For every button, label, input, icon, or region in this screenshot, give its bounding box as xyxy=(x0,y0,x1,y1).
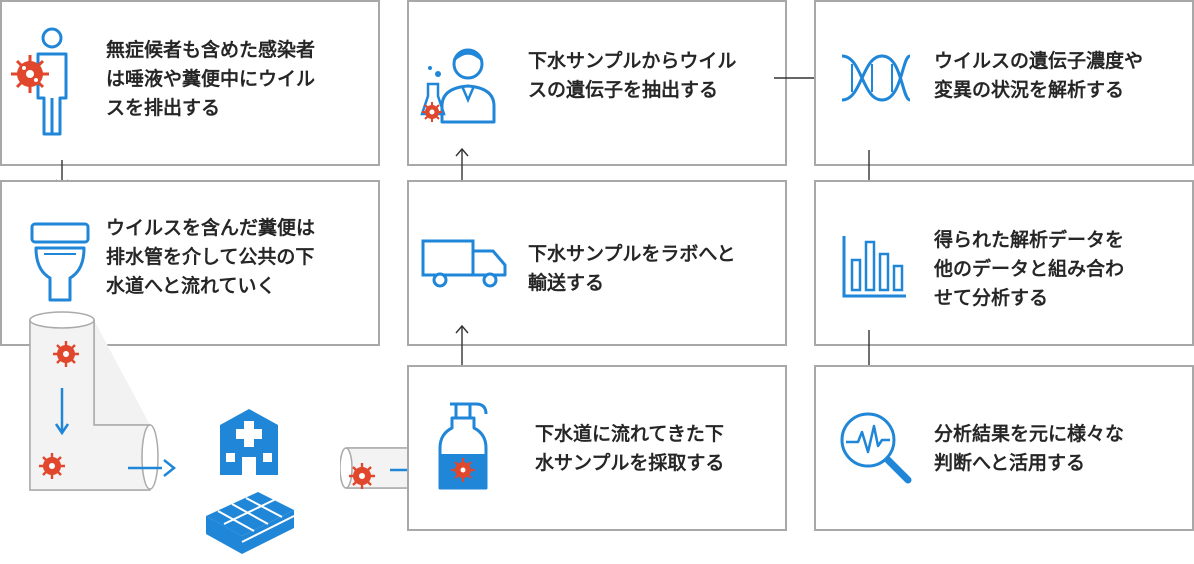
step-7-box xyxy=(814,180,1194,346)
step-1-box xyxy=(0,0,380,166)
step-4-text: 下水サンプルをラボへと輸送する xyxy=(528,243,736,294)
arrow-right-pipe xyxy=(128,459,177,477)
step-4-box xyxy=(407,180,787,346)
step-3-text: 下水道に流れてきた下水サンプルを採取する xyxy=(535,423,725,474)
scientist-icon xyxy=(420,40,506,126)
dna-icon xyxy=(838,50,912,106)
step-5-text: 下水サンプルからウイルスの遺伝子を抽出する xyxy=(528,50,737,101)
step-1-text: 無症候者も含めた感染者は唾液や糞便中にウイルスを排出する xyxy=(106,39,316,119)
step-8-text: 分析結果を元に様々な判断へと活用する xyxy=(934,423,1125,474)
sewer-pipe-icon xyxy=(26,310,166,498)
sample-bottle-icon xyxy=(436,398,498,494)
step-5-box xyxy=(407,0,787,166)
step-6-text: ウイルスの遺伝子濃度や変異の状況を解析する xyxy=(934,50,1144,101)
infected-person-icon xyxy=(10,26,80,138)
truck-icon xyxy=(420,238,510,288)
toilet-icon xyxy=(28,218,92,308)
hospital-icon xyxy=(214,405,284,477)
step-8-box xyxy=(814,365,1194,531)
building-icon xyxy=(198,486,298,560)
step-3-box xyxy=(407,365,787,531)
arrow-up-1 xyxy=(455,147,469,185)
step-7-text: 得られた解析データを他のデータと組み合わせて分析する xyxy=(934,229,1125,309)
step-2-text: ウイルスを含んだ糞便は排水管を介して公共の下水道へと流れていく xyxy=(106,217,316,297)
magnifier-wave-icon xyxy=(836,410,916,488)
step-6-box xyxy=(814,0,1194,166)
bar-chart-icon xyxy=(840,234,908,298)
